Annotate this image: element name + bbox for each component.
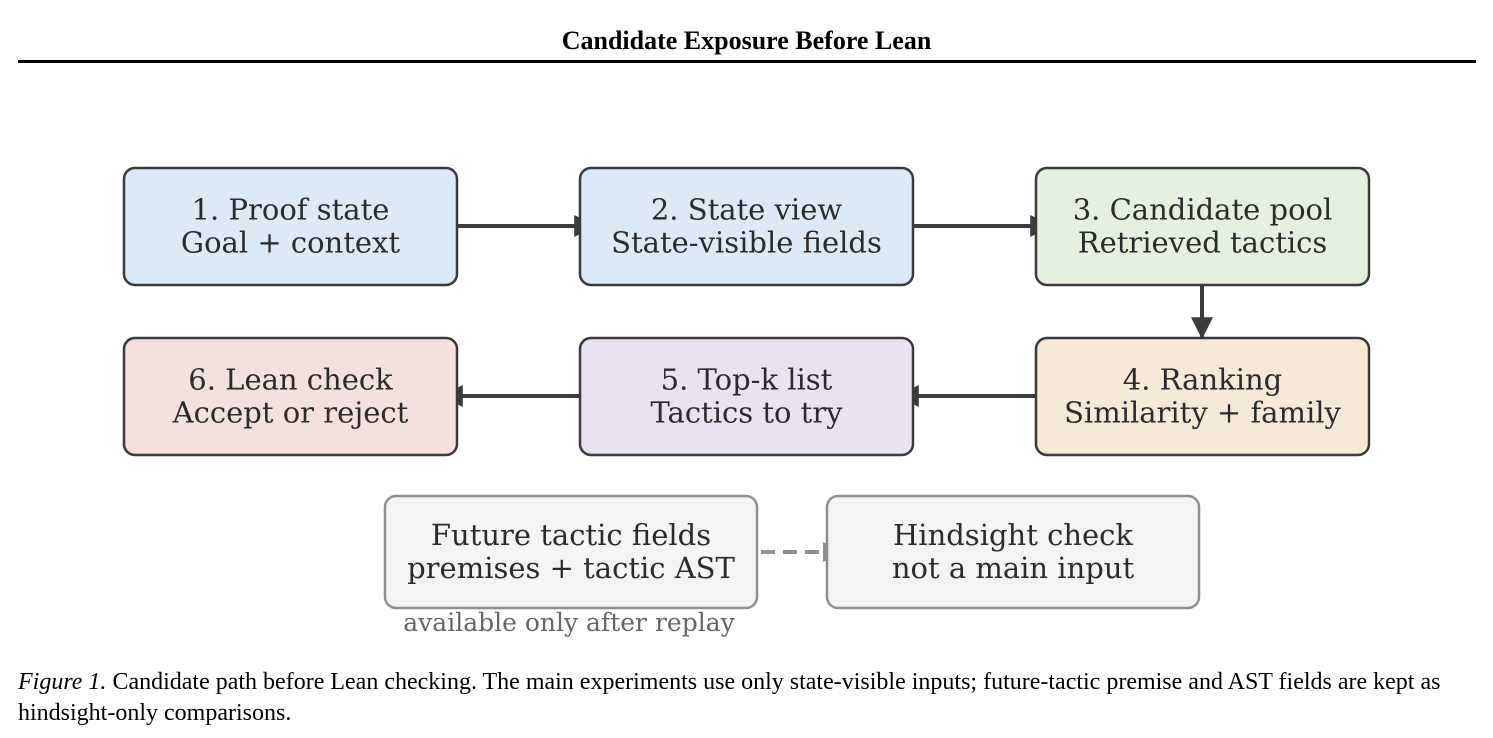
node-box-future-tactic-fields [383, 494, 759, 610]
node-top-k-list-line1: 5. Top-k list [661, 363, 833, 397]
node-box-ranking [1034, 336, 1371, 457]
figure-caption: Figure 1. Candidate path before Lean che… [18, 667, 1480, 729]
page-title: Candidate Exposure Before Lean [561, 26, 932, 55]
node-ranking-line1: 4. Ranking [1123, 363, 1282, 397]
node-box-lean-check [122, 336, 459, 457]
node-box-top-k-list [578, 336, 915, 457]
node-proof-state-line1: 1. Proof state [192, 193, 390, 227]
node-lean-check-line1: 6. Lean check [188, 363, 393, 397]
node-top-k-list-line2: Tactics to try [650, 396, 843, 430]
node-candidate-pool-line1: 3. Candidate pool [1073, 193, 1333, 227]
node-hindsight-check-line2: not a main input [892, 551, 1135, 585]
node-box-candidate-pool [1034, 166, 1371, 287]
figure-label: Figure 1. [18, 669, 107, 695]
node-ranking-line2: Similarity + family [1064, 396, 1341, 430]
node-future-tactic-fields-line1: Future tactic fields [431, 518, 711, 552]
node-state-view-line2: State-visible fields [611, 226, 882, 260]
node-box-state-view [578, 166, 915, 287]
node-hindsight-check-line1: Hindsight check [893, 518, 1133, 552]
node-state-view-line1: 2. State view [651, 193, 843, 227]
node-box-hindsight-check [825, 494, 1201, 610]
node-future-tactic-fields-line2: premises + tactic AST [407, 551, 735, 585]
title-rule [18, 60, 1476, 63]
node-proof-state-line2: Goal + context [181, 226, 400, 260]
caption-text: Candidate path before Lean checking. The… [18, 669, 1441, 726]
node-box-proof-state [122, 166, 459, 287]
node-lean-check-line2: Accept or reject [172, 396, 409, 430]
node-candidate-pool-line2: Retrieved tactics [1078, 226, 1328, 260]
replay-note: available only after replay [403, 608, 735, 637]
